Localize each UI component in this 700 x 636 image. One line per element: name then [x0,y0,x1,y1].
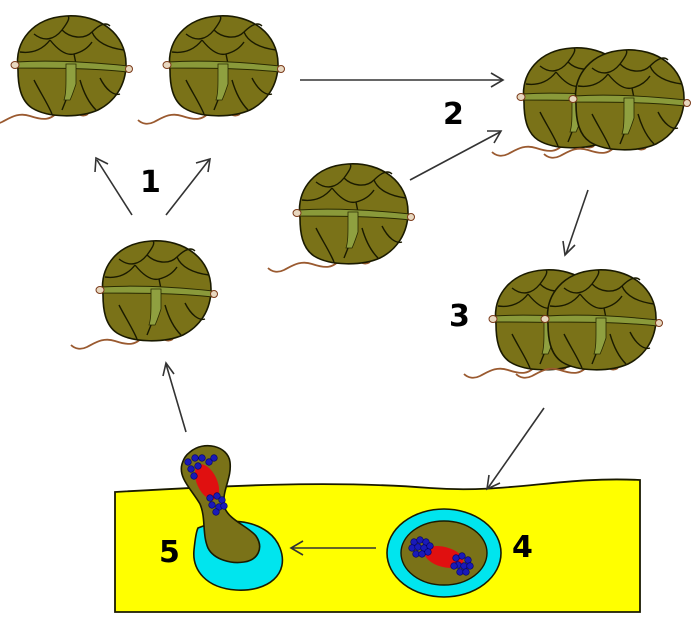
arrow [165,157,211,216]
arrow [300,72,505,88]
dinoflagellate-cell [0,14,134,125]
step-3-label: 3 [449,299,470,334]
fusing-cells-pair [491,46,692,159]
emerging-cell [180,444,284,591]
step-2-label: 2 [443,97,464,132]
dinoflagellate-cell [70,239,219,350]
arrow [289,540,376,556]
arrow [409,130,503,181]
cyst-in-tissue [386,508,502,598]
step-4-label: 4 [512,530,533,565]
dinoflagellate-cell [267,162,416,273]
arrow [162,361,187,433]
dividing-cell-pair [463,268,664,379]
arrow [562,189,589,257]
arrow [94,156,133,216]
step-1-label: 1 [140,165,161,200]
step-5-label: 5 [159,535,180,570]
dinoflagellate-cell [137,14,286,125]
arrow [486,407,545,491]
